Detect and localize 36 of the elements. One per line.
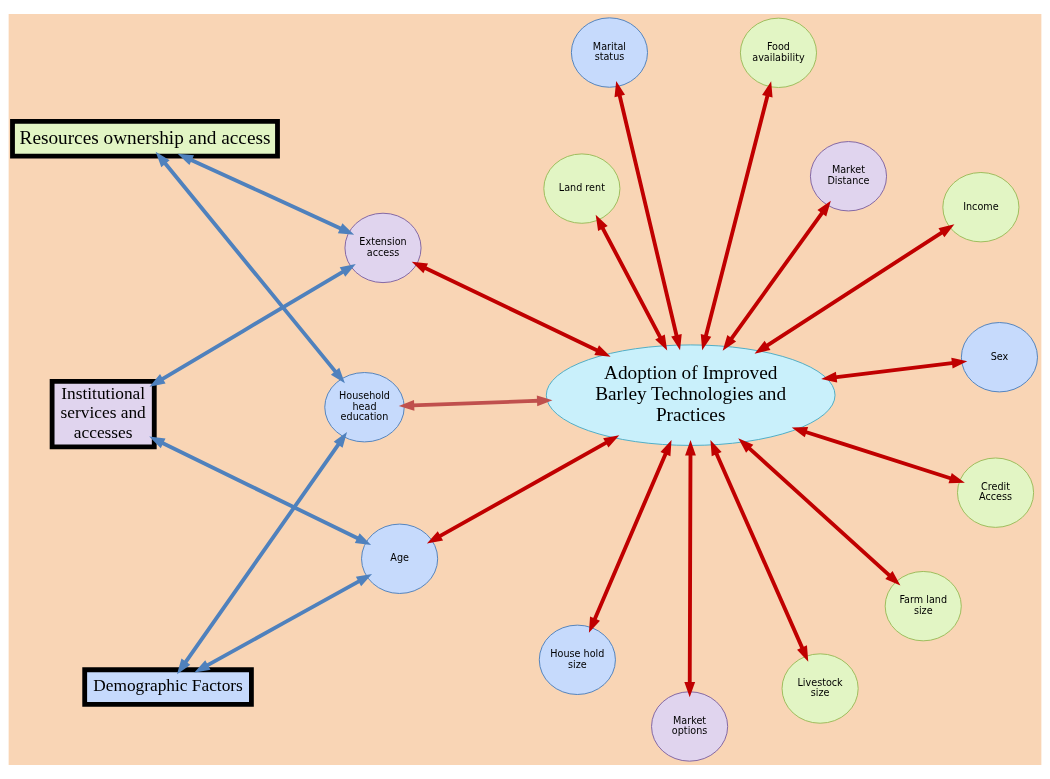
arrow — [821, 357, 968, 383]
node-circle: Market options — [651, 691, 729, 762]
arrow — [149, 264, 356, 387]
node-circle: Livestock size — [781, 653, 859, 724]
node-circle: Extension access — [344, 212, 422, 284]
arrow — [791, 427, 965, 484]
arrow — [177, 432, 348, 675]
arrow — [754, 224, 955, 354]
arrow — [177, 153, 355, 235]
node-circle: Credit Access — [957, 457, 1035, 528]
node-circle: Income — [942, 172, 1020, 243]
arrow — [722, 200, 831, 351]
arrow — [426, 435, 620, 544]
arrow — [684, 440, 696, 698]
arrow — [411, 261, 611, 357]
arrow — [155, 151, 345, 384]
arrow — [710, 439, 809, 662]
node-ellipse: Household head education — [324, 372, 405, 443]
arrow — [738, 438, 901, 586]
arrow — [588, 439, 672, 633]
node-circle: Sex — [960, 322, 1038, 393]
node-circle: Food availability — [739, 17, 817, 88]
node-box: Resources ownership and access — [10, 119, 280, 159]
node-circle: Land rent — [543, 153, 621, 224]
arrow — [700, 81, 773, 351]
arrow — [398, 395, 553, 411]
arrow — [614, 81, 682, 351]
arrow — [149, 436, 372, 545]
node-circle: Market Distance — [809, 141, 887, 212]
arrow — [595, 214, 668, 351]
node-circle: Age — [361, 523, 439, 594]
arrow — [194, 574, 372, 673]
node-circle: Marital status — [570, 17, 648, 88]
node-box: Demographic Factors — [82, 667, 254, 707]
node-circle: House hold size — [538, 624, 616, 695]
node-box: Institutional services and accesses — [49, 378, 157, 450]
